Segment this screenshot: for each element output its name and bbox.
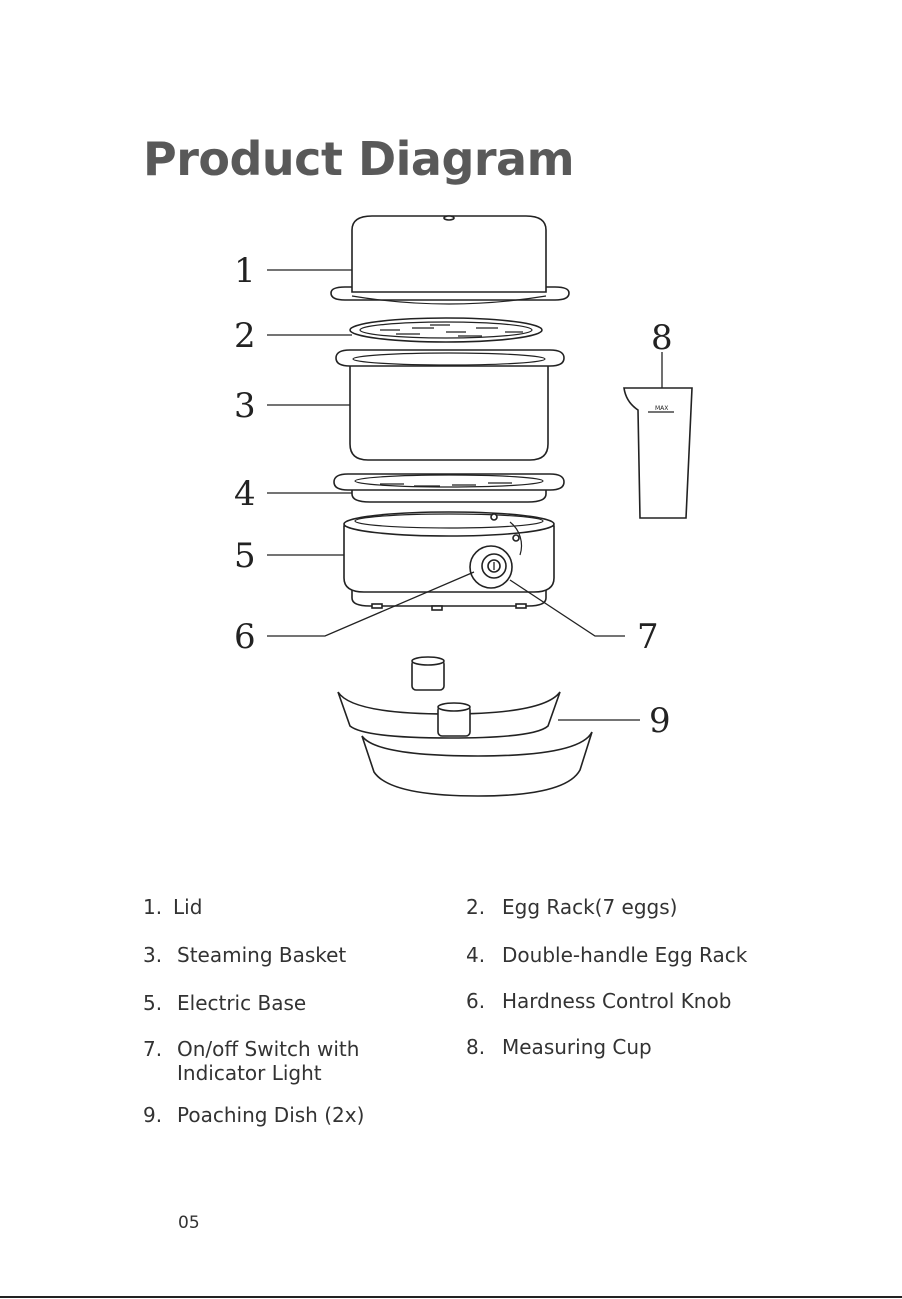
legend-number: 6. (466, 989, 485, 1013)
bottom-rule (0, 1296, 902, 1298)
callout-9: 9 (649, 701, 671, 741)
poaching-dishes-illustration (338, 657, 592, 796)
legend-number: 3. (143, 943, 162, 967)
legend-number: 9. (143, 1103, 162, 1127)
legend-label: Measuring Cup (502, 1035, 792, 1059)
page-number: 05 (178, 1213, 200, 1233)
callout-5: 5 (234, 536, 256, 576)
legend-number: 5. (143, 991, 162, 1015)
callout-8: 8 (651, 318, 673, 358)
legend-label: Electric Base (177, 991, 467, 1015)
legend-label: Steaming Basket (177, 943, 467, 967)
electric-base-illustration (344, 512, 554, 610)
legend-label: Double-handle Egg Rack (502, 943, 792, 967)
steaming-basket-illustration (336, 350, 564, 460)
callout-4: 4 (234, 474, 256, 514)
legend-number: 1. (143, 895, 162, 919)
callout-6: 6 (234, 617, 256, 657)
legend-label: Egg Rack(7 eggs) (502, 895, 792, 919)
legend-label: On/off Switch with Indicator Light (177, 1037, 377, 1085)
legend-label: Hardness Control Knob (502, 989, 792, 1013)
egg-rack-illustration (350, 318, 542, 342)
callout-3: 3 (234, 386, 256, 426)
legend-label: Lid (173, 895, 463, 919)
legend-label: Poaching Dish (2x) (177, 1103, 467, 1127)
callout-2: 2 (234, 316, 256, 356)
lid-illustration (331, 216, 569, 304)
double-handle-egg-rack-illustration (334, 474, 564, 502)
product-diagram: MAX 1 2 3 4 5 6 7 8 9 (0, 0, 902, 830)
callout-1: 1 (234, 251, 256, 291)
callout-7: 7 (637, 617, 659, 657)
legend-number: 2. (466, 895, 485, 919)
cup-max-mark: MAX (655, 405, 668, 412)
legend-number: 7. (143, 1037, 162, 1061)
legend-number: 8. (466, 1035, 485, 1059)
legend-number: 4. (466, 943, 485, 967)
measuring-cup-illustration: MAX (624, 388, 692, 518)
